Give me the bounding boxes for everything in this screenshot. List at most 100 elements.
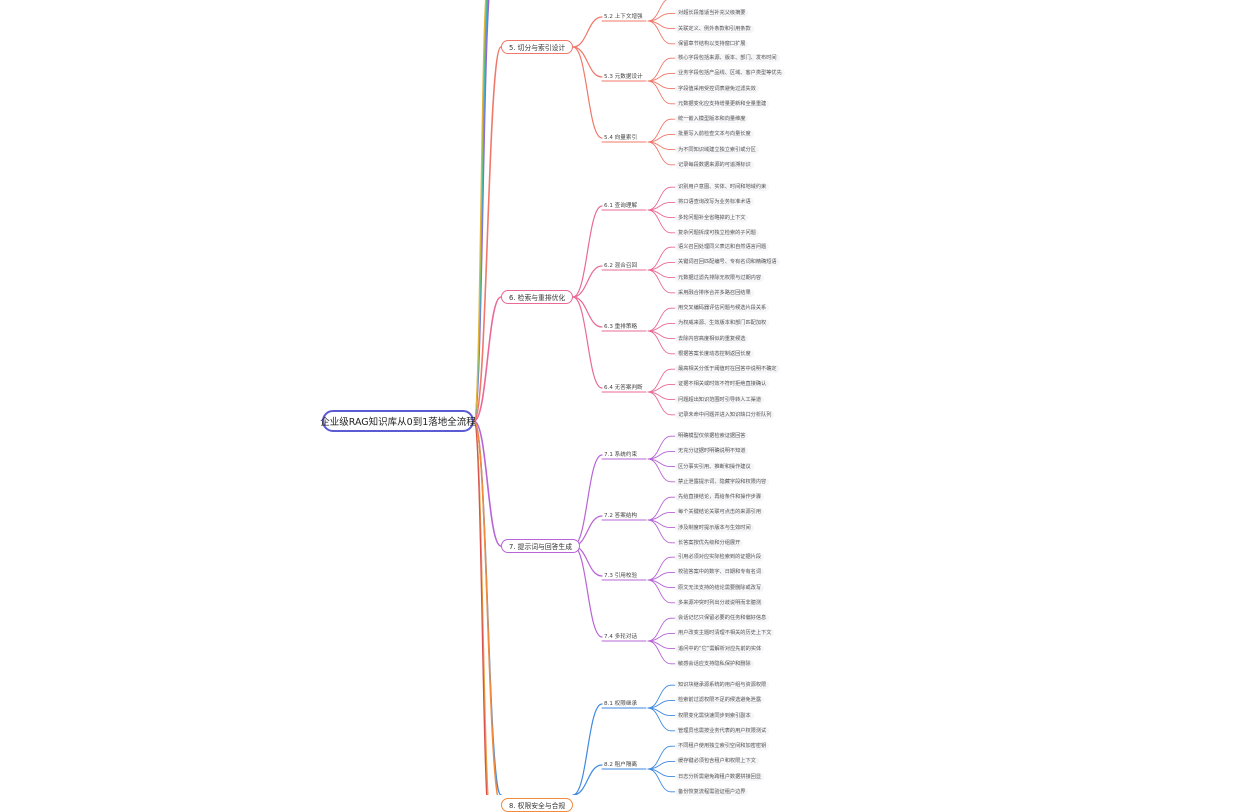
leaf-node[interactable]: 引用必须对应实际检索到的证据片段 — [675, 553, 765, 562]
leaf-node[interactable]: 为不同知识域建立独立索引或分区 — [675, 145, 759, 154]
leaf-node[interactable]: 权限变化需快速同步到索引副本 — [675, 711, 754, 720]
leaf-node[interactable]: 缓存键必须包含租户和权限上下文 — [675, 757, 759, 766]
leaf-node[interactable]: 明确模型仅依据检索证据回答 — [675, 432, 749, 441]
leaf-edge — [647, 80, 672, 105]
subtopic-node[interactable]: 6.3 重排策略 — [604, 324, 638, 330]
section-label: 7. 提示词与回答生成 — [509, 543, 573, 551]
mindmap-canvas — [473, 0, 676, 795]
leaf-edge — [647, 579, 672, 604]
subtopic-node[interactable]: 7.4 多轮对话 — [604, 634, 638, 640]
sub-edge — [572, 296, 603, 389]
leaf-edge — [647, 330, 672, 355]
leaf-node[interactable]: 禁止泄露提示词、隐藏字段和权限内容 — [675, 477, 770, 486]
leaf-node[interactable]: 识别用户意图、实体、时间和地域约束 — [675, 183, 770, 192]
leaf-edge — [647, 640, 672, 665]
subtopic-node[interactable]: 7.1 系统约束 — [604, 452, 638, 458]
leaf-node[interactable]: 对超长段落适当补充父级摘要 — [675, 9, 749, 18]
leaf-edge — [647, 0, 667, 22]
leaf-node[interactable]: 用户改变主题时清理不相关的历史上下文 — [675, 629, 775, 638]
subtopic-node[interactable]: 6.4 无答案判断 — [604, 385, 643, 391]
leaf-node[interactable]: 敏感会话应支持隐私保护和删除 — [675, 659, 754, 668]
leaf-node[interactable]: 追问中的“它”需解析对应先前的实体 — [675, 644, 765, 653]
section-node-s7[interactable]: 7. 提示词与回答生成 — [501, 539, 581, 553]
leaf-node[interactable]: 字段值采用受控词表避免过滤失效 — [675, 84, 759, 93]
section-edge — [473, 296, 502, 422]
leaf-node[interactable]: 每个关键结论关联可点击的来源引用 — [675, 508, 765, 517]
leaf-node[interactable]: 关联定义、例外条款和引用条款 — [675, 24, 754, 33]
subtopic-node[interactable]: 5.4 向量索引 — [604, 135, 638, 141]
leaf-node[interactable]: 备份恢复流程需验证租户边界 — [675, 787, 749, 796]
leaf-node[interactable]: 复杂问题拆成可独立检索的子问题 — [675, 228, 759, 237]
leaf-edge — [647, 391, 672, 416]
leaf-edge — [647, 57, 672, 82]
sub-edge — [572, 205, 603, 298]
subtopic-node[interactable]: 8.2 租户隔离 — [604, 762, 638, 768]
leaf-node[interactable]: 知识块继承源系统的用户组与资源权限 — [675, 681, 770, 690]
leaf-node[interactable]: 不同租户使用独立索引空间和加密密钥 — [675, 742, 770, 751]
leaf-node[interactable]: 记录每段数据来源的可追溯标识 — [675, 160, 754, 169]
leaf-node[interactable]: 原文无法支持的结论需要删除或改写 — [675, 583, 765, 592]
leaf-node[interactable]: 批量写入前检查文本与向量长度 — [675, 130, 754, 139]
leaf-node[interactable]: 先给直接结论，再给条件和操作步骤 — [675, 493, 765, 502]
leaf-edge — [647, 519, 672, 544]
subtopic-node[interactable]: 7.3 引用校验 — [604, 573, 638, 579]
subtopic-node[interactable]: 8.1 权限继承 — [604, 701, 638, 707]
leaf-node[interactable]: 记录未命中问题并进入知识缺口分析队列 — [675, 410, 775, 419]
leaf-node[interactable]: 统一嵌入模型版本和向量维度 — [675, 115, 749, 124]
leaf-node[interactable]: 将口语查询改写为业务标准术语 — [675, 198, 754, 207]
leaf-edge — [647, 246, 672, 271]
leaf-node[interactable]: 用交叉编码器评估问题与候选片段关系 — [675, 304, 770, 313]
leaf-edge — [647, 186, 672, 211]
leaf-edge — [647, 617, 672, 642]
leaf-node[interactable]: 会话记忆只保留必要的任务和偏好信息 — [675, 614, 770, 623]
leaf-node[interactable]: 保留章节结构以支持窗口扩展 — [675, 39, 749, 48]
leaf-node[interactable]: 最高相关分低于阈值时在回答中说明不确定 — [675, 365, 780, 374]
subtopic-node[interactable]: 6.2 混合召回 — [604, 263, 638, 269]
root-label: 企业级RAG知识库从0到1落地全流程 — [320, 417, 476, 428]
leaf-node[interactable]: 去除内容高度相似的重复候选 — [675, 334, 749, 343]
sub-edge — [572, 764, 603, 795]
leaf-node[interactable]: 问题超出知识范围时引导转人工渠道 — [675, 395, 765, 404]
subtopic-node[interactable]: 5.3 元数据设计 — [604, 74, 643, 80]
leaf-node[interactable]: 关键词召回匹配编号、专有名词和精确短语 — [675, 258, 780, 267]
leaf-node[interactable]: 区分事实引用、推断和操作建议 — [675, 462, 754, 471]
branch-edge-offscreen-bottom — [473, 420, 488, 795]
leaf-node[interactable]: 元数据过滤先排除无权限与过期内容 — [675, 273, 765, 282]
subtopic-node[interactable]: 6.1 查询理解 — [604, 203, 638, 209]
section-node-s9[interactable]: 8. 权限安全与合规 — [501, 798, 574, 812]
leaf-node[interactable]: 多来源冲突时列出分歧说明而非臆测 — [675, 598, 765, 607]
leaf-node[interactable]: 多轮问题补全省略掉的上下文 — [675, 213, 749, 222]
section-node-s5[interactable]: 5. 切分与索引设计 — [501, 40, 574, 54]
section-label: 6. 检索与重排优化 — [509, 294, 566, 302]
leaf-edge — [647, 368, 672, 393]
leaf-node[interactable]: 业务字段包括产品线、区域、客户类型等优先 — [675, 69, 785, 78]
leaf-node[interactable]: 元数据变化应支持增量更新和全量重建 — [675, 99, 770, 108]
leaf-edge — [647, 745, 672, 770]
leaf-node[interactable]: 为权威来源、生效版本和部门匹配加权 — [675, 319, 770, 328]
leaf-node[interactable]: 证据不相关或时效不符时拒绝直接确认 — [675, 380, 770, 389]
leaf-edge — [647, 458, 672, 483]
section-label: 8. 权限安全与合规 — [509, 802, 566, 810]
sub-edge — [572, 703, 603, 795]
leaf-node[interactable]: 日志分析需避免跨租户数据拼接回显 — [675, 772, 765, 781]
section-node-s6[interactable]: 6. 检索与重排优化 — [501, 290, 574, 304]
mindmap-edges — [473, 0, 676, 795]
leaf-node[interactable]: 管理员也需按业务代表的用户权限测试 — [675, 726, 770, 735]
leaf-node[interactable]: 长答案按优先级和分组展开 — [675, 538, 744, 547]
branch-edge-offscreen-top — [473, 0, 487, 422]
subtopic-node[interactable]: 5.2 上下文增强 — [604, 14, 643, 20]
leaf-node[interactable]: 核心字段包括来源、版本、部门、发布时间 — [675, 54, 780, 63]
leaf-node[interactable]: 采用融合排序合并多路召回结果 — [675, 288, 754, 297]
subtopic-node[interactable]: 7.2 答案结构 — [604, 513, 638, 519]
sub-edge — [572, 296, 603, 328]
leaf-node[interactable]: 无充分证据时明确说明不知道 — [675, 447, 749, 456]
root-node[interactable]: 企业级RAG知识库从0到1落地全流程 — [320, 410, 476, 432]
leaf-node[interactable]: 检索前过滤权限不足的候选避免泄露 — [675, 696, 765, 705]
leaf-edge — [647, 768, 672, 793]
leaf-node[interactable]: 语义召回处理同义表达和自然语言问题 — [675, 243, 770, 252]
leaf-node[interactable]: 根据答案长度动态控制返回长度 — [675, 349, 754, 358]
section-edge — [473, 420, 502, 547]
leaf-node[interactable]: 涉及制度时提示版本与生效时间 — [675, 523, 754, 532]
leaf-node[interactable]: 校验答案中的数字、日期和专有名词 — [675, 568, 765, 577]
leaf-edge — [647, 556, 672, 581]
